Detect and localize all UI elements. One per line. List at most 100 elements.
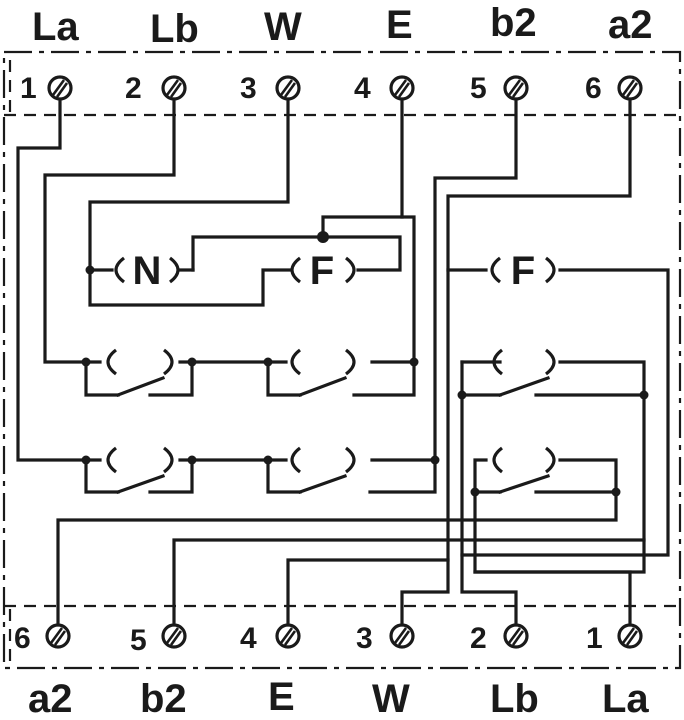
junction-dot xyxy=(457,390,467,400)
bottom-terminals xyxy=(45,623,643,649)
contact-bracket xyxy=(344,348,356,376)
wire-top-5 xyxy=(368,98,518,494)
top-label-2: Lb xyxy=(150,7,199,51)
wire-top-1 xyxy=(16,98,88,462)
c6-left-top xyxy=(473,458,488,494)
top-label-4: E xyxy=(386,3,413,47)
contact-bracket xyxy=(162,348,174,376)
bottom-label-3: E xyxy=(268,675,295,719)
terminal-screw-icon xyxy=(161,623,187,649)
junction-dot xyxy=(187,455,197,465)
junctions xyxy=(81,231,649,497)
wire-bottom-1 xyxy=(473,570,632,624)
junction-dot xyxy=(187,357,197,367)
top-label-1: La xyxy=(32,5,79,49)
coil-f-left-label: F xyxy=(310,249,334,293)
junction-dot xyxy=(317,231,329,243)
c4-switch xyxy=(297,473,348,495)
coil-f-right: F xyxy=(490,249,556,293)
wire-bottom-4 xyxy=(286,558,450,624)
wire-f-right xyxy=(460,268,670,557)
coil-n-label: N xyxy=(133,249,162,293)
junction-dot xyxy=(409,357,419,367)
bottom-terminal-numbers: 6 5 4 3 2 1 xyxy=(14,622,603,657)
terminal-screw-icon xyxy=(161,75,187,101)
wire-bottom-6 xyxy=(56,490,618,624)
bottom-number-5: 5 xyxy=(130,624,147,657)
terminal-screw-icon xyxy=(275,623,301,649)
coil-f-right-left-bracket xyxy=(490,256,502,284)
bottom-label-2: b2 xyxy=(140,677,187,720)
wire-bottom-2 xyxy=(460,553,518,624)
contact-bracket xyxy=(344,446,356,474)
junction-dot xyxy=(81,455,91,465)
top-terminals xyxy=(47,75,643,101)
wires xyxy=(16,98,670,624)
c1-right xyxy=(148,360,194,397)
terminal-screw-icon xyxy=(503,75,529,101)
outer-frame xyxy=(2,50,682,670)
contact-bracket xyxy=(290,446,302,474)
c3-switch xyxy=(115,473,166,495)
terminal-screw-icon xyxy=(389,75,415,101)
c2-left xyxy=(266,360,302,397)
top-number-4: 4 xyxy=(354,72,371,105)
terminal-screw-icon xyxy=(275,75,301,101)
bottom-number-1: 1 xyxy=(586,622,603,655)
bottom-labels: a2 b2 E W Lb La xyxy=(28,675,649,720)
terminal-screw-icon xyxy=(503,623,529,649)
top-label-6: a2 xyxy=(608,3,653,47)
bottom-label-1: a2 xyxy=(28,677,73,720)
junction-dot xyxy=(263,357,273,367)
top-number-3: 3 xyxy=(240,72,257,105)
top-number-6: 6 xyxy=(585,72,602,105)
wire-bottom-5 xyxy=(172,538,646,624)
junction-dot xyxy=(639,390,649,400)
coil-f-right-right-bracket xyxy=(544,256,556,284)
wire-c5-down xyxy=(473,393,646,574)
wire-top-4a xyxy=(321,98,404,239)
contact-bracket xyxy=(162,446,174,474)
junction-dot xyxy=(430,455,440,465)
terminal-screw-icon xyxy=(617,623,643,649)
contact-bracket xyxy=(492,446,504,474)
bottom-number-3: 3 xyxy=(356,622,373,655)
c4-left xyxy=(266,458,302,494)
terminal-screw-icon xyxy=(617,75,643,101)
wire-top-3 xyxy=(88,98,292,307)
junction-dot xyxy=(81,357,91,367)
top-number-5: 5 xyxy=(470,72,487,105)
contact-bracket xyxy=(544,348,556,376)
bottom-label-6: La xyxy=(602,677,649,720)
bottom-number-2: 2 xyxy=(470,622,487,655)
terminal-screw-icon xyxy=(389,623,415,649)
bottom-number-6: 6 xyxy=(14,622,31,655)
top-number-2: 2 xyxy=(125,72,142,105)
contact-bracket xyxy=(290,348,302,376)
terminal-screw-icon xyxy=(47,75,73,101)
junction-dot xyxy=(263,455,273,465)
wire-top-4b xyxy=(352,215,416,397)
c3-right xyxy=(148,458,194,494)
c1-left xyxy=(84,360,120,397)
wire-top-2 xyxy=(43,98,176,364)
coil-f-right-label: F xyxy=(511,249,535,293)
c5-right xyxy=(534,360,646,397)
coil-f-left-right-bracket xyxy=(344,256,356,284)
top-terminal-numbers: 1 2 3 4 5 6 xyxy=(20,72,602,105)
contact-bracket xyxy=(106,446,118,474)
bottom-label-4: W xyxy=(372,677,410,720)
bottom-number-4: 4 xyxy=(240,622,257,655)
c6-right xyxy=(534,458,618,494)
junction-dot xyxy=(470,487,480,497)
wire-n-f-bridge xyxy=(191,235,402,272)
junction-dot xyxy=(85,265,95,275)
c1-switch xyxy=(115,375,166,398)
c6-switch xyxy=(497,473,551,495)
contact-bracket xyxy=(492,348,504,376)
coil-n-right-bracket xyxy=(168,256,180,284)
c3-left xyxy=(84,458,120,494)
junction-dot xyxy=(611,487,621,497)
contact-bracket xyxy=(544,446,556,474)
